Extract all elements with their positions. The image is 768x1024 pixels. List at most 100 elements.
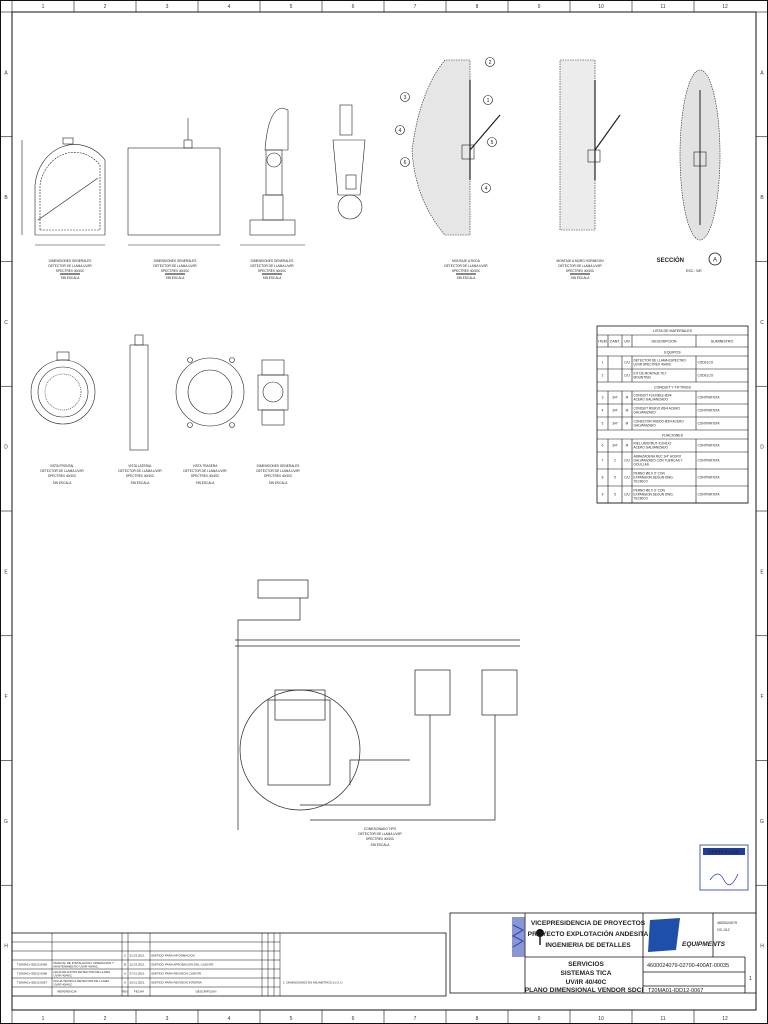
header-line: INGENIERIA DE DETALLES	[545, 942, 631, 949]
caption-line: SPECTREX 40/40C	[366, 837, 395, 841]
codelco-logo	[536, 929, 544, 945]
table-cell: 3/4"	[612, 422, 618, 426]
revision-reference: T20MA01-IDD12-0069	[17, 963, 48, 967]
column-label: 7	[414, 4, 417, 10]
caption-line: SPECTREX 40/40C	[48, 474, 77, 478]
callout-number: 3	[404, 95, 407, 101]
revision-number: 1	[749, 976, 752, 982]
row-label: D	[760, 445, 764, 451]
table-cell: C/U	[624, 459, 630, 463]
column-label: 12	[722, 4, 728, 10]
column-label: 6	[352, 4, 355, 10]
caption-line: DIMENSIONES GENERALES	[251, 259, 294, 263]
caption-line: SPECTREX 40/40C	[258, 269, 287, 273]
revisions-border	[11, 932, 447, 997]
column-label: 1	[42, 4, 45, 10]
view-montaje-roca	[411, 59, 501, 236]
caption-line: VISTA TRASERA	[193, 464, 219, 468]
table-title: LISTA DE MATERIALES	[653, 329, 693, 333]
column-label: 4	[228, 4, 231, 10]
caption-scale: SIN ESCALA	[53, 481, 73, 485]
view-dimensiones-2	[127, 118, 221, 246]
caption-line: DETECTOR DE LLAMA UV/IR	[153, 264, 197, 268]
callout-bubble	[481, 183, 491, 193]
column-label: 5	[290, 4, 293, 10]
caption-scale: SIN ESCALA	[196, 481, 216, 485]
table-section: EQUIPOS	[664, 350, 681, 354]
callout-number: 5	[491, 140, 494, 146]
caption-line: DETECTOR DE LLAMA UV/IR	[250, 264, 294, 268]
view-dimensiones-4	[257, 359, 289, 426]
callout-bubble	[400, 92, 410, 102]
table-section: CONDUIT Y FITTINGS	[654, 385, 692, 389]
column-label: 9	[538, 4, 541, 10]
table-cell: 3/4"	[612, 409, 618, 413]
caption-line: DIMENSIONES GENERALES	[257, 464, 300, 468]
row-label: A	[760, 70, 764, 76]
column-label: 8	[476, 1016, 479, 1022]
table-cell-supplier: CONTRATISTA	[698, 459, 721, 463]
row-label: E	[4, 569, 8, 575]
column-label: 2	[104, 1016, 107, 1022]
caption-line: SPECTREX 40/40C	[566, 269, 595, 273]
view-lateral	[129, 334, 149, 451]
table-cell: 8	[602, 476, 604, 480]
column-label: 9	[538, 1016, 541, 1022]
caption-line: SPECTREX 40/40C	[56, 269, 85, 273]
table-cell: 6	[602, 444, 604, 448]
revision-date: 27.01.2021	[130, 972, 145, 976]
table-cell: C/U	[624, 374, 630, 378]
row-label: B	[760, 195, 764, 201]
table-cell: M	[626, 396, 629, 400]
revision-reference: T20MA01-IDD12-0067	[17, 981, 48, 985]
revision-footer: DESCRIPCION	[196, 990, 217, 994]
callout-bubble	[483, 95, 493, 105]
revision-letter: A	[124, 981, 126, 985]
caption-line: DETECTOR DE LLAMA UV/IR	[558, 264, 602, 268]
view-dimensiones-1	[21, 137, 106, 246]
column-label: 1	[42, 1016, 45, 1022]
revision-description: EMITIDO PARA APROBACION DEL CLIENTE	[152, 963, 214, 967]
table-cell-supplier: CONTRATISTA	[698, 409, 721, 413]
caption-line: VISTA FRONTAL	[50, 464, 75, 468]
callout-number: 1	[487, 98, 490, 104]
caption-line: MONTAJE A MURO HORMIGON	[556, 259, 604, 263]
table-cell: 5	[602, 422, 604, 426]
table-cell: 5	[614, 476, 616, 480]
callout-number: 4	[485, 186, 488, 192]
row2-captions: VISTA FRONTAL DETECTOR DE LLAMA UV/IR SP…	[40, 464, 300, 485]
caption-scale: SIN ESCALA	[131, 481, 151, 485]
caption-line: DETECTOR DE LLAMA UV/IR	[358, 832, 402, 836]
table-header: ITEM	[598, 340, 607, 344]
table-cell: 5	[614, 493, 616, 497]
caption-scale: SIN ESCALA	[457, 276, 477, 280]
view-montaje-muro	[559, 59, 621, 231]
row-label: H	[4, 944, 8, 950]
view-montaje-roca-caption: MONTAJE A ROCA DETECTOR DE LLAMA UV/IR S…	[444, 259, 488, 280]
table-header: DESCRIPCION	[652, 340, 677, 344]
view-dimensiones-3-caption: DIMENSIONES GENERALES DETECTOR DE LLAMA …	[250, 259, 294, 280]
column-label: 7	[414, 1016, 417, 1022]
row-label: F	[4, 694, 7, 700]
header-line: VICEPRESIDENCIA DE PROYECTOS	[531, 920, 646, 927]
view-trasera	[175, 357, 245, 428]
table-cell: C/U	[624, 361, 630, 365]
view-dimensiones-3	[240, 107, 305, 246]
caption-line: DIMENSIONES GENERALES	[49, 259, 92, 263]
view-seccion-a	[679, 69, 721, 241]
column-label: 4	[228, 1016, 231, 1022]
view-dimensiones-2-caption: DIMENSIONES GENERALES DETECTOR DE LLAMA …	[153, 259, 197, 280]
table-cell-supplier: CONTRATISTA	[698, 396, 721, 400]
column-label: 11	[660, 1016, 665, 1022]
vendor-logo: EQUIPMENTS	[648, 918, 726, 952]
column-label: 6	[352, 1016, 355, 1022]
caption-scale: SIN ESCALA	[571, 276, 591, 280]
